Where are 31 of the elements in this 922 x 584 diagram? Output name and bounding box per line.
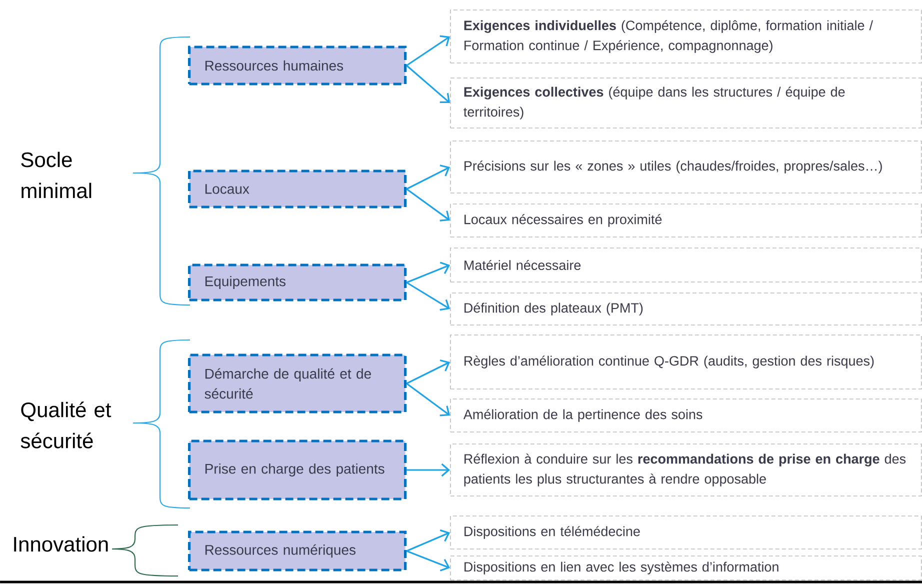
detail-box: Matériel nécessaire <box>450 248 922 282</box>
arrow <box>406 64 450 103</box>
arrow <box>406 35 450 66</box>
arrow <box>406 463 450 477</box>
arrow <box>406 360 450 384</box>
detail-box: Précisions sur les « zones » utiles (chaudes/froides, propres/sales…) <box>450 140 922 194</box>
arrow <box>406 164 450 190</box>
group-label: Innovation <box>14 536 108 552</box>
category-box: Démarche de qualité et de sécurité <box>188 354 407 414</box>
category-box: Locaux <box>188 170 407 208</box>
detail-box: Règles d’amélioration continue Q-GDR (audits, gestion des risques) <box>450 334 922 390</box>
detail-box: Dispositions en lien avec les systèmes d’information <box>450 556 922 580</box>
category-box: Ressources numériques <box>188 530 407 572</box>
detail-box: Définition des plateaux (PMT) <box>450 292 922 326</box>
detail-box: Dispositions en télémédecine <box>450 516 922 550</box>
arrow <box>406 550 450 572</box>
detail-box: Amélioration de la pertinence des soins <box>450 398 922 432</box>
category-box: Equipements <box>188 264 407 302</box>
detail-box: Réflexion à conduire sur les recommandations de prise en charge des patients les plus structurantes à rendre opposable <box>450 444 922 496</box>
detail-box: Exigences collectives (équipe dans les structures / équipe de territoires) <box>450 78 922 128</box>
group-label: Qualité et sécurité <box>20 402 112 448</box>
arrow <box>406 382 450 416</box>
category-box: Prise en charge des patients <box>188 440 407 500</box>
detail-box: Exigences individuelles (Compétence, diplôme, formation initiale / Formation continue / Expérience, compagnonnage) <box>450 10 922 64</box>
detail-box: Locaux nécessaires en proximité <box>450 204 922 238</box>
arrow <box>406 282 450 311</box>
group-label: Socle minimal <box>21 152 92 198</box>
arrow <box>406 188 450 222</box>
category-box: Ressources humaines <box>188 46 407 86</box>
arrow <box>406 262 450 284</box>
arrow <box>406 529 450 552</box>
